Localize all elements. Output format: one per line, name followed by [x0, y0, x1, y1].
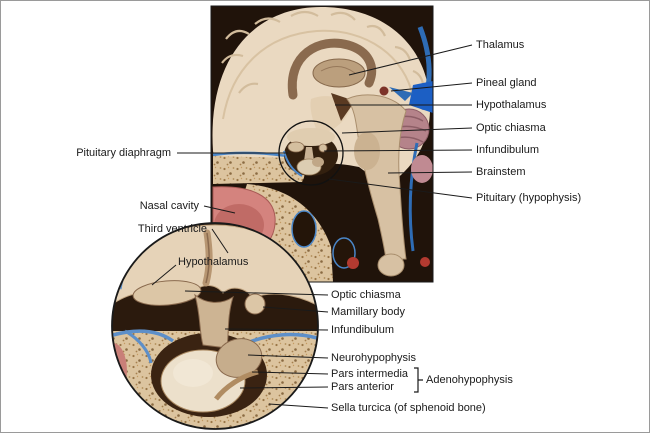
panel-border: [210, 5, 434, 283]
label-inset-optic-chiasma: Optic chiasma: [331, 289, 401, 301]
label-nasal-cavity: Nasal cavity: [139, 200, 199, 212]
leader-pars-intermedia: [251, 371, 329, 375]
label-sella-turcica: Sella turcica (of sphenoid bone): [331, 402, 486, 414]
label-mamillary-body: Mamillary body: [331, 306, 405, 318]
infundibulum-mini: [304, 147, 314, 161]
leader-inset-hypothalamus: [151, 264, 177, 286]
label-third-ventricle: Third ventricle: [137, 223, 207, 235]
gyri-texture: [221, 10, 425, 94]
leader-inset-optic-chiasma: [184, 290, 329, 296]
gland-highlight: [173, 359, 213, 387]
leader-lines: [151, 44, 473, 409]
label-pars-intermedia: Pars intermedia: [331, 368, 409, 380]
cisterna-blue-line: [408, 142, 419, 252]
leader-inset-infundibulum: [224, 328, 329, 331]
leader-neurohypophysis: [247, 354, 329, 359]
corpus-callosum: [287, 38, 377, 100]
dura-drape-left: [124, 329, 153, 364]
dura-blue-mini: [283, 150, 303, 177]
label-adenohypophysis: Adenohypophysis: [426, 374, 513, 386]
pars-intermedia-band: [214, 369, 259, 401]
label-hypothalamus: Hypothalamus: [476, 99, 547, 111]
inset-border-circle: [111, 222, 319, 430]
label-inset-hypothalamus: Hypothalamus: [178, 256, 249, 268]
mamillary-body-shape: [244, 293, 266, 315]
vessel-dot-right: [420, 257, 430, 267]
cerebellar-tonsil: [411, 155, 433, 183]
label-pars-anterior: Pars anterior: [331, 381, 394, 393]
label-neurohypophysis: Neurohypophysis: [331, 352, 416, 364]
main-sagittal-panel: [211, 6, 433, 282]
infundibulum-stalk: [194, 293, 234, 349]
optic-chiasma-mini: [287, 141, 305, 153]
leader-thalamus: [348, 44, 473, 76]
sphenoid-sinus-pocket: [291, 210, 317, 248]
leader-infundibulum: [323, 149, 473, 152]
leader-pineal-gland: [390, 82, 473, 92]
pineal-gland-shape: [379, 86, 389, 96]
posterior-lobe-mini: [312, 157, 324, 167]
leader-optic-chiasma: [341, 127, 473, 134]
cortex-inner-line: [222, 29, 414, 120]
mamillary-body-mini: [318, 143, 328, 153]
vessel-dot-mid: [347, 257, 359, 269]
vertebra-shape: [377, 253, 405, 277]
third-ventricle-slit-line: [205, 232, 210, 284]
thalamus-shape: [312, 58, 366, 88]
thalamus-inner-line: [320, 66, 356, 74]
nasal-roof-bone: [213, 156, 305, 184]
leader-brainstem: [387, 171, 473, 174]
label-pituitary-diaphragm: Pituitary diaphragm: [76, 147, 171, 159]
leader-third-ventricle: [211, 228, 229, 254]
label-optic-chiasma: Optic chiasma: [476, 122, 546, 134]
optic-chiasma-shape: [132, 280, 202, 306]
bone-top-blue-right: [246, 332, 318, 345]
inset-magnified-view: [112, 223, 318, 429]
leader-nasal-cavity: [203, 205, 236, 214]
label-pineal-gland: Pineal gland: [476, 77, 537, 89]
leader-inset-mamillary-body: [262, 306, 329, 313]
hypothalamic-floor-mini: [287, 128, 335, 146]
leader-sella-turcica: [268, 403, 329, 409]
leader-pituitary: [328, 178, 473, 199]
bone-top-blue-left: [112, 329, 175, 343]
label-infundibulum: Infundibulum: [476, 144, 539, 156]
label-thalamus: Thalamus: [476, 39, 525, 51]
label-inset-infundibulum: Infundibulum: [331, 324, 394, 336]
label-pituitary: Pituitary (hypophysis): [476, 192, 582, 204]
leader-pars-anterior: [239, 386, 329, 389]
label-brainstem: Brainstem: [476, 166, 526, 178]
adenohypophysis-bracket: [414, 367, 423, 393]
